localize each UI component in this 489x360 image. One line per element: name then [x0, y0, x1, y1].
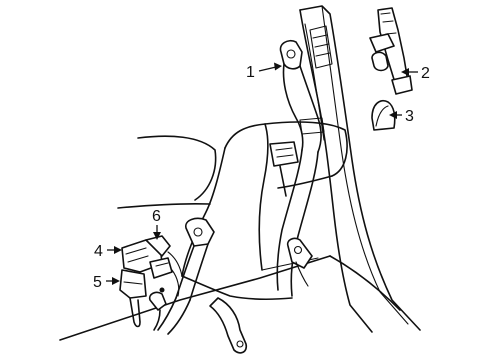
pillar-trim-panel: [299, 5, 421, 333]
cover-cap: [371, 100, 396, 131]
callout-6-label: 6: [152, 208, 161, 225]
callout-5-label: 5: [93, 274, 102, 291]
seat-outline: [59, 121, 401, 341]
belt-anchor-upper: [269, 141, 299, 197]
callout-4-label: 4: [94, 243, 103, 260]
callout-1-label: 1: [246, 64, 255, 81]
callout-2-label: 2: [421, 65, 430, 82]
callout-3: 3: [389, 108, 414, 125]
buckle-assembly: [119, 235, 183, 331]
lower-anchor: [286, 237, 313, 287]
buckle-stalk: [157, 217, 215, 335]
callout-3-label: 3: [405, 108, 414, 125]
lower-belt-strap: [209, 297, 248, 354]
callout-1: 1: [246, 62, 282, 81]
callout-4: 4: [94, 243, 122, 260]
callout-5: 5: [93, 274, 120, 291]
callout-6: 6: [152, 208, 161, 240]
shoulder-belt-guide: [276, 39, 325, 297]
height-adjuster: [369, 7, 413, 95]
callout-2: 2: [401, 65, 430, 82]
